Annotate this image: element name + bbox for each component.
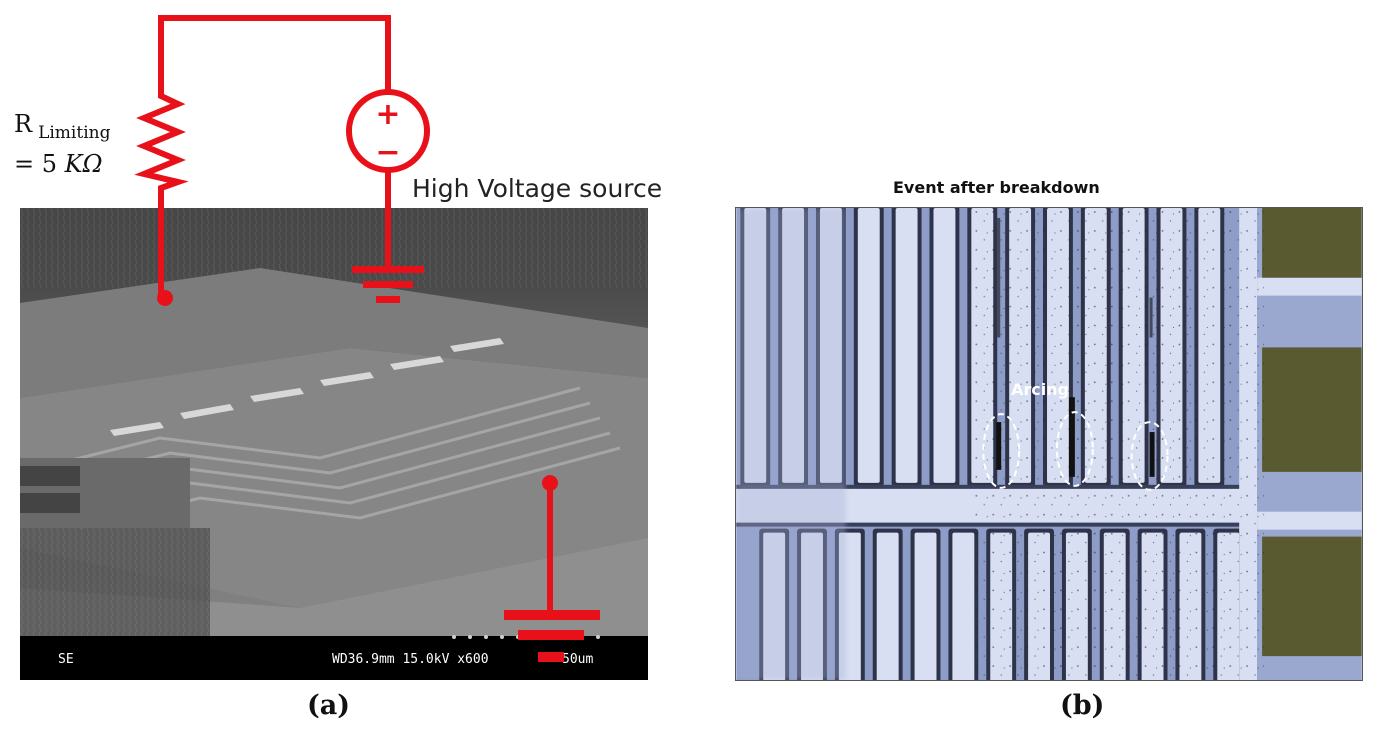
caption-b: (b) (1060, 690, 1105, 721)
probe-dot-left (157, 290, 173, 306)
contact-pad (1262, 208, 1362, 278)
resistor-subscript: Limiting (38, 123, 111, 143)
electrode-finger (914, 532, 937, 680)
plus-sign: + (375, 97, 400, 132)
contact-pad (1262, 347, 1362, 472)
electrode-finger (895, 208, 918, 483)
micrograph-title: Event after breakdown (893, 178, 1100, 197)
sem-mode-label: SE (58, 652, 74, 667)
sem-parameters: WD36.9mm 15.0kV x600 (332, 652, 489, 667)
caption-a: (a) (307, 690, 351, 721)
resistor-icon (134, 89, 189, 300)
ground-icon-top (352, 266, 424, 303)
electrode-finger (857, 208, 880, 483)
electrode-finger (952, 532, 975, 680)
arc-damage-marks (996, 217, 1155, 477)
optical-micrograph: Arcing (735, 207, 1363, 681)
ground-icon-bottom (504, 610, 600, 662)
contact-pad (1262, 536, 1362, 657)
circuit-diagram: + − (134, 15, 600, 662)
wire-top (158, 15, 391, 95)
highlighted-fingers (110, 338, 504, 436)
voltage-source-icon (346, 89, 430, 173)
resistor-value: = 5 KΩ (14, 150, 103, 178)
electrode-finger (933, 208, 956, 483)
arcing-markers (982, 411, 1169, 491)
arcing-label: Arcing (1011, 380, 1069, 399)
minus-sign: − (375, 135, 400, 170)
probe-dot-right (542, 475, 558, 491)
sem-micrograph: SE WD36.9mm 15.0kV x600 50um (20, 208, 648, 680)
source-label: High Voltage source (412, 174, 663, 203)
electrode-finger (876, 532, 899, 680)
sem-scale-label: 50um (562, 652, 593, 667)
